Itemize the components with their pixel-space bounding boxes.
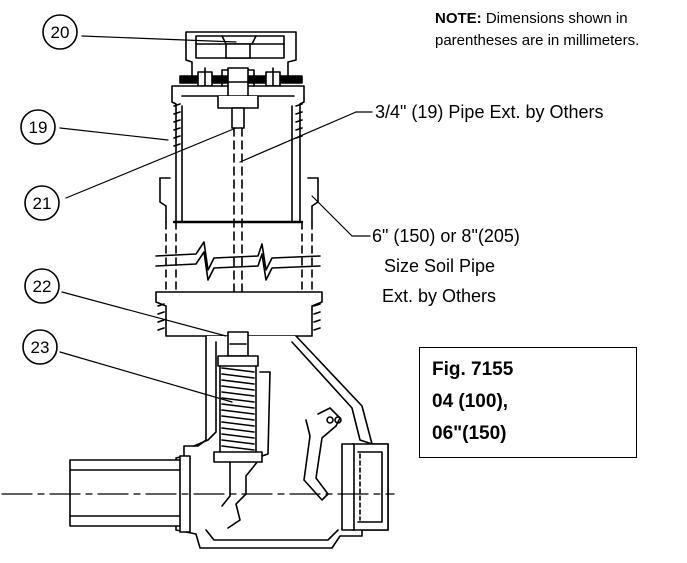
note-line-1: Dimensions shown in (485, 10, 628, 27)
figure-label-box: Fig. 7155 04 (100), 06"(150) (419, 347, 637, 458)
svg-text:20: 20 (51, 23, 70, 42)
soil-pipe-callout-line-1: 6" (150) or 8"(205) (372, 226, 520, 246)
dimension-note: NOTE: Dimensions shown in parentheses ar… (435, 8, 639, 52)
stem-rod (231, 107, 245, 343)
spring-assembly (213, 331, 271, 529)
figure-size-2: 06"(150) (432, 423, 507, 444)
balloon-20: 20 (42, 14, 78, 50)
note-line-2: parentheses are in millimeters. (435, 32, 640, 49)
body-casting (155, 291, 389, 549)
soil-pipe-callout-line-3: Ext. by Others (382, 286, 497, 306)
balloon-23: 23 (22, 329, 58, 365)
svg-text:19: 19 (29, 118, 48, 137)
svg-text:22: 22 (33, 277, 52, 296)
balloon-21: 21 (24, 185, 60, 221)
balloon-22: 22 (24, 268, 60, 304)
note-label: NOTE: (435, 10, 482, 27)
pipe-extension-callout: 3/4" (19) Pipe Ext. by Others (375, 102, 604, 122)
balloon-19: 19 (20, 109, 56, 145)
soil-pipe-extension (155, 177, 321, 297)
svg-text:21: 21 (33, 194, 52, 213)
svg-text:23: 23 (31, 338, 50, 357)
balloon-leaders (59, 35, 373, 403)
soil-pipe-callout-line-2: Size Soil Pipe (384, 256, 496, 276)
figure-size-1: 04 (100), (432, 391, 509, 412)
figure-number: Fig. 7155 (432, 359, 514, 380)
adapter-19 (171, 67, 305, 224)
